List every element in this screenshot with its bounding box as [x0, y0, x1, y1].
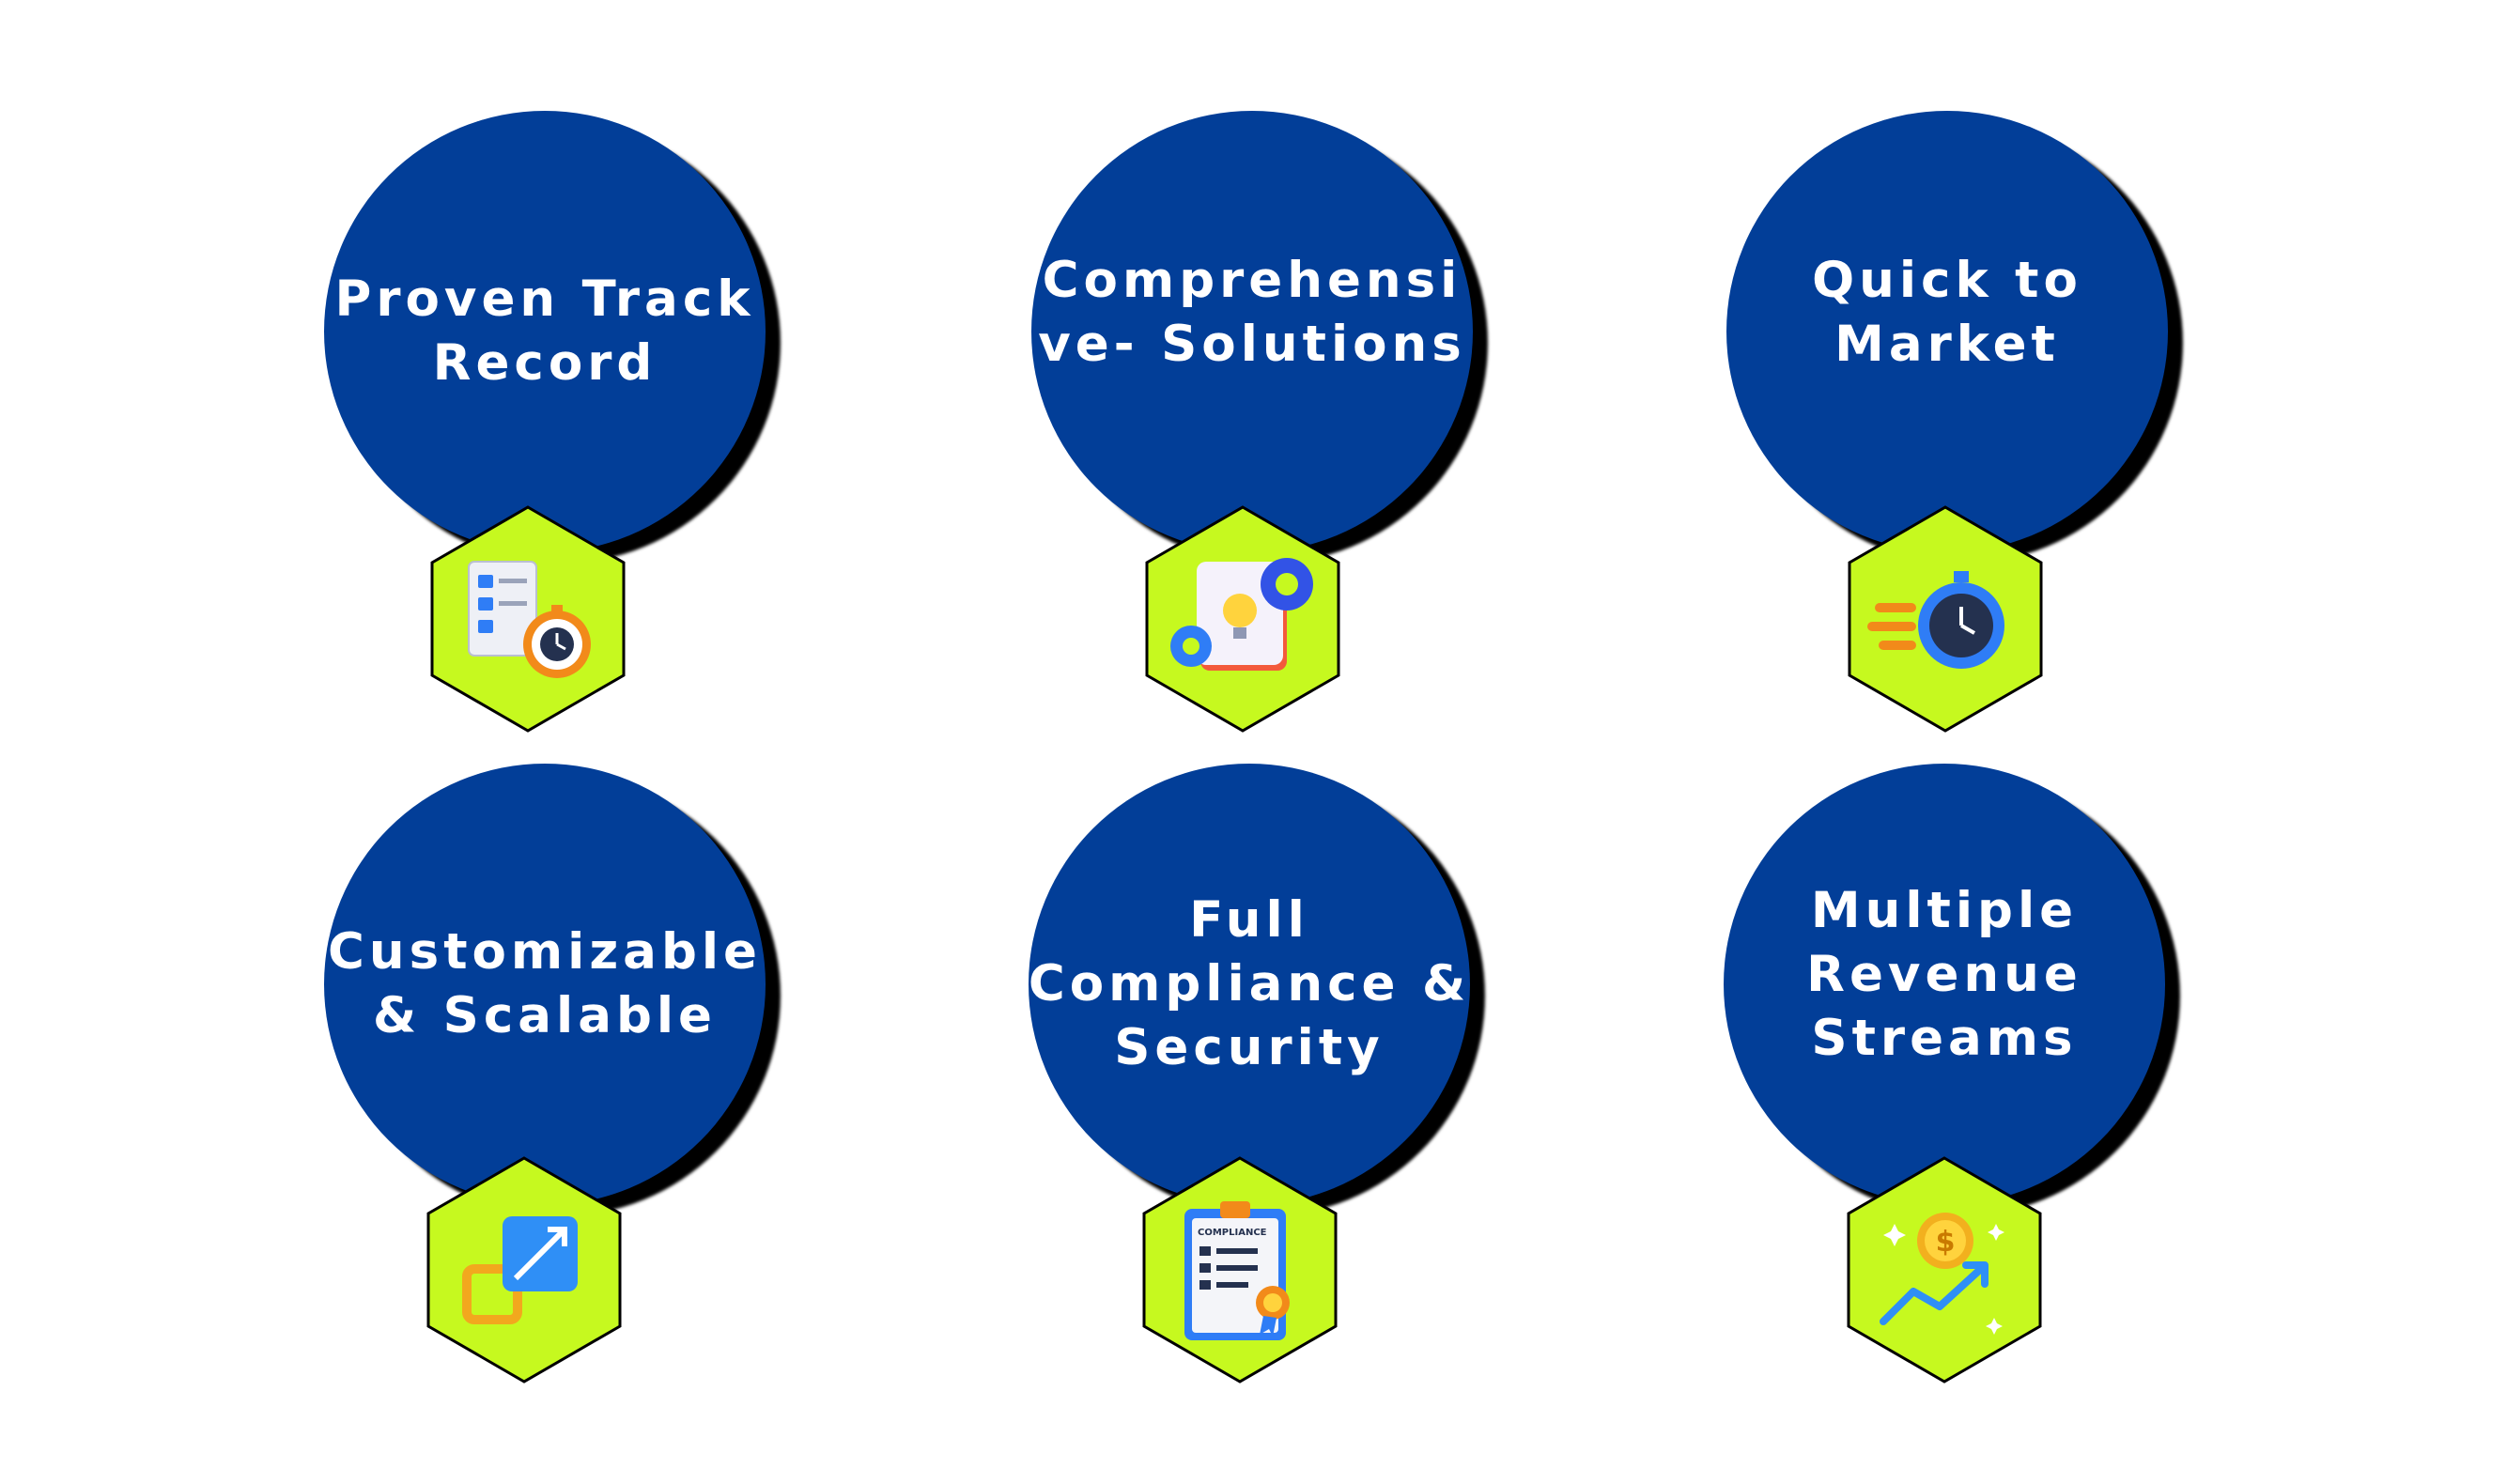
feature-title-line: Streams: [1811, 1010, 2078, 1067]
resize-squares-icon: [426, 1156, 623, 1384]
feature-title-line: Record: [432, 334, 658, 392]
feature-title-line: Multiple: [1810, 882, 2079, 939]
feature-title-line: Revenue: [1806, 946, 2082, 1003]
feature-card-proven-track-record: Proven Track Record: [324, 111, 784, 750]
feature-title-line: Quick to: [1812, 252, 2082, 309]
checklist-stopwatch-icon: [429, 505, 627, 733]
feature-circle: [1031, 111, 1473, 552]
feature-circle: [324, 111, 766, 552]
feature-circle: [1029, 764, 1470, 1205]
feature-title-line: Proven Track: [334, 271, 755, 328]
feature-circle: [1724, 764, 2165, 1205]
feature-title-line: ve- Solutions: [1038, 316, 1466, 373]
coin-symbol: $: [1936, 1226, 1956, 1259]
feature-card-quick-to-market: Quick to Market: [1726, 111, 2187, 750]
feature-title-line: Market: [1834, 316, 2060, 373]
compliance-clipboard-icon: COMPLIANCE: [1141, 1156, 1339, 1384]
feature-title: Full Compliance & Security: [1029, 889, 1470, 1080]
feature-title-line: Full: [1189, 891, 1309, 949]
feature-title-line: Compliance &: [1028, 955, 1471, 1013]
lightbulb-gears-icon: [1144, 505, 1341, 733]
feature-card-multiple-revenue-streams: Multiple Revenue Streams $: [1724, 764, 2184, 1402]
fast-stopwatch-icon: [1847, 505, 2044, 733]
feature-title-line: Comprehensi: [1042, 252, 1462, 309]
feature-title: Quick to Market: [1812, 249, 2082, 377]
feature-title-line: & Scalable: [373, 987, 718, 1044]
feature-title-line: Security: [1114, 1019, 1385, 1076]
feature-title: Customizable & Scalable: [328, 920, 762, 1048]
feature-circle: [324, 764, 766, 1205]
clipboard-label: COMPLIANCE: [1198, 1228, 1267, 1238]
feature-title: Comprehensi ve- Solutions: [1038, 249, 1466, 377]
feature-card-full-compliance-security: Full Compliance & Security COMPLIANCE: [1029, 764, 1489, 1402]
feature-card-customizable-scalable: Customizable & Scalable: [324, 764, 784, 1402]
feature-title: Proven Track Record: [335, 268, 755, 395]
feature-title: Multiple Revenue Streams: [1806, 879, 2082, 1071]
feature-title-line: Customizable: [328, 923, 762, 981]
dollar-coin-growth-icon: $: [1846, 1156, 2043, 1384]
feature-circle: [1726, 111, 2168, 552]
feature-card-comprehensive-solutions: Comprehensi ve- Solutions: [1031, 111, 1492, 750]
